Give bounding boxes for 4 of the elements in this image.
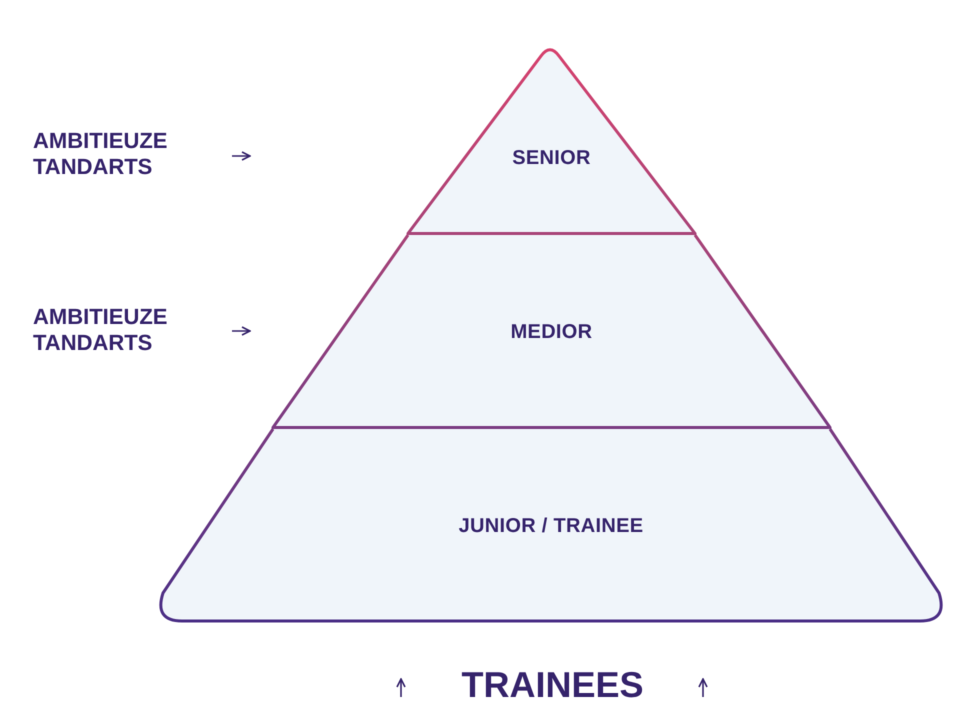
- base-label: TRAINEES: [430, 664, 675, 712]
- side-label: AMBITIEUZE TANDARTS: [33, 304, 223, 356]
- pyramid-tier: JUNIOR / TRAINEE: [160, 429, 942, 623]
- side-label: AMBITIEUZE TANDARTS: [33, 128, 223, 180]
